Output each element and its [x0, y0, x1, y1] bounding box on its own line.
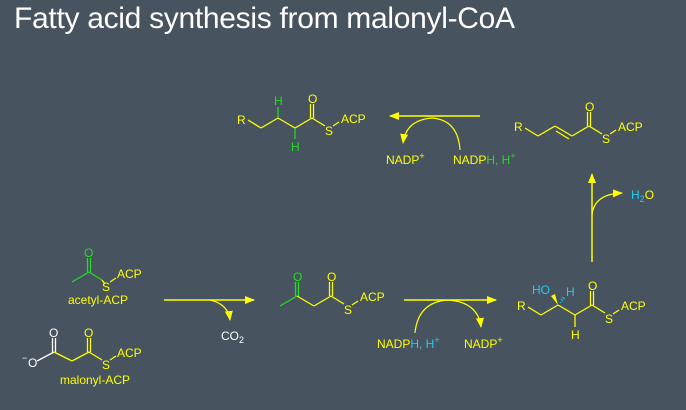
- svg-text:H: H: [566, 285, 575, 299]
- svg-text:R: R: [514, 120, 523, 134]
- acyl-acp-structure: R H H O S ACP: [237, 92, 366, 154]
- oxygen-label: O: [84, 246, 93, 260]
- svg-text:S: S: [605, 312, 613, 326]
- svg-text:ACP: ACP: [117, 346, 142, 360]
- svg-text:O: O: [588, 279, 597, 293]
- svg-text:O: O: [84, 326, 93, 340]
- enoyl-reduction-arrow: NADP+ NADPH, H+: [386, 112, 516, 167]
- svg-text:HO: HO: [532, 283, 550, 297]
- svg-text:O: O: [49, 326, 58, 340]
- svg-text:R: R: [237, 113, 246, 127]
- svg-text:S: S: [344, 303, 352, 317]
- slide-title: Fatty acid synthesis from malonyl-CoA: [14, 2, 515, 35]
- svg-text:O: O: [308, 92, 317, 106]
- nadph-label: NADPH, H+: [377, 335, 440, 351]
- svg-text:ACP: ACP: [618, 120, 643, 134]
- svg-text:ACP: ACP: [360, 290, 385, 304]
- water-label: H2O: [631, 188, 654, 204]
- nadph-label-2: NADPH, H+: [453, 151, 516, 167]
- svg-text:−: −: [22, 353, 27, 363]
- hydroxyacyl-acp-structure: R HO H H O S ACP: [517, 279, 646, 342]
- svg-text:S: S: [102, 358, 110, 372]
- nadp-label-2: NADP+: [386, 151, 425, 167]
- acp-label: ACP: [117, 267, 142, 281]
- svg-text:O: O: [293, 270, 302, 284]
- svg-text:ACP: ACP: [621, 299, 646, 313]
- svg-text:H: H: [274, 94, 283, 108]
- malonyl-acp-structure: − O O O S ACP malonyl-ACP: [22, 326, 142, 387]
- enoyl-acp-structure: R O S ACP: [514, 100, 643, 146]
- svg-text:O: O: [327, 270, 336, 284]
- acetyl-acp-structure: O S ACP acetyl-ACP: [68, 246, 142, 307]
- svg-text:O: O: [585, 100, 594, 114]
- svg-text:ACP: ACP: [341, 112, 366, 126]
- acetyl-acp-label: acetyl-ACP: [68, 293, 128, 307]
- carboxylate-oxygen-label: O: [28, 356, 37, 370]
- co2-label: CO2: [221, 329, 244, 345]
- nadp-label: NADP+: [464, 335, 503, 351]
- svg-text:H: H: [571, 328, 580, 342]
- svg-text:S: S: [602, 132, 610, 146]
- dehydration-arrow: H2O: [588, 173, 654, 262]
- svg-text:S: S: [325, 124, 333, 138]
- malonyl-acp-label: malonyl-ACP: [60, 373, 130, 387]
- svg-text:R: R: [517, 299, 526, 313]
- ketoreduction-arrow: NADPH, H+ NADP+: [377, 296, 503, 351]
- condensation-arrow: CO2: [164, 296, 255, 345]
- sulfur-label: S: [102, 280, 110, 294]
- acetoacetyl-acp-structure: O O S ACP: [279, 270, 385, 317]
- svg-text:H: H: [291, 140, 300, 154]
